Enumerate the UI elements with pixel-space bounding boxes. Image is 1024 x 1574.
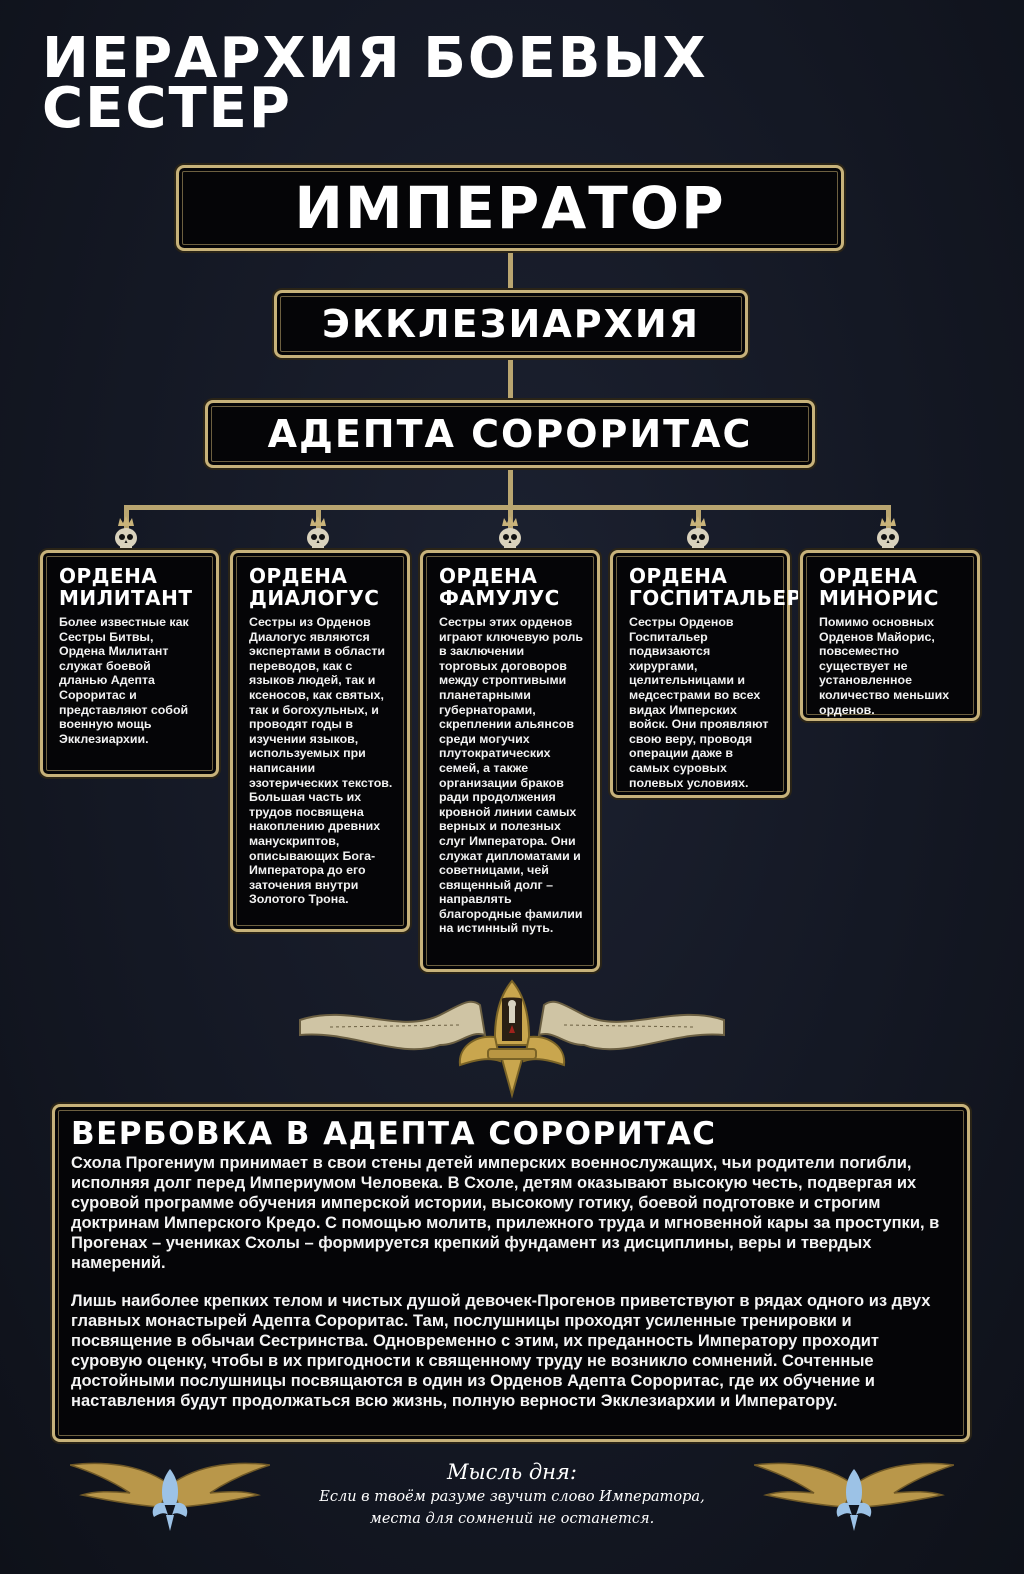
- order-heading-line1: ОРДЕНА: [629, 564, 728, 588]
- skull-crown-icon: [307, 516, 329, 551]
- skull-crown-icon: [115, 516, 137, 551]
- recruitment-box: ВЕРБОВКА В АДЕПТА СОРОРИТАС Схола Проген…: [52, 1104, 970, 1442]
- thought-line-2: места для сомнений не останется.: [369, 1511, 655, 1527]
- adepta-sororitas-box: АДЕПТА СОРОРИТАС: [205, 400, 815, 468]
- emperor-label: ИМПЕРАТОР: [294, 174, 726, 242]
- order-box-dialogus: ОРДЕНА ДИАЛОГУС Сестры из Орденов Диалог…: [230, 550, 410, 932]
- order-heading: ОРДЕНА ГОСПИТАЛЬЕР: [629, 564, 802, 610]
- ecclesiarchy-label: ЭККЛЕЗИАРХИЯ: [322, 302, 700, 346]
- order-heading: ОРДЕНА ФАМУЛУС: [439, 565, 583, 609]
- emperor-box: ИМПЕРАТОР: [176, 165, 844, 251]
- ecclesiarchy-box: ЭККЛЕЗИАРХИЯ: [274, 290, 748, 358]
- recruitment-paragraph-2: Лишь наиболее крепких телом и чистых душ…: [71, 1292, 931, 1410]
- adepta-sororitas-label: АДЕПТА СОРОРИТАС: [267, 412, 753, 456]
- connector-order-5: [886, 505, 891, 551]
- scroll-banner-icon: [299, 979, 725, 1099]
- recruitment-paragraph-1: Схола Прогениум принимает в свои стены д…: [71, 1154, 940, 1272]
- order-heading-line1: ОРДЕНА: [249, 564, 348, 588]
- skull-crown-icon: [877, 516, 899, 551]
- page-title-line1: ИЕРАРХИЯ БОЕВЫХ: [42, 26, 708, 91]
- thought-line-1: Если в твоём разуме звучит слово Императ…: [319, 1489, 705, 1505]
- order-heading: ОРДЕНА ДИАЛОГУС: [249, 565, 393, 609]
- connector-order-1: [124, 505, 129, 551]
- order-heading: ОРДЕНА МИЛИТАНТ: [59, 565, 202, 609]
- order-description: Более известные как Сестры Битвы, Ордена…: [59, 615, 189, 746]
- recruitment-heading: ВЕРБОВКА В АДЕПТА СОРОРИТАС: [71, 1116, 717, 1152]
- order-heading-line1: ОРДЕНА: [819, 564, 918, 588]
- order-heading-line1: ОРДЕНА: [439, 564, 538, 588]
- aquila-wings-icon: [754, 1462, 954, 1531]
- connector-ecclesiarchy-adepta: [508, 357, 513, 402]
- order-heading-line2: ФАМУЛУС: [439, 586, 560, 610]
- order-description: Сестры этих орденов играют ключевую роль…: [439, 615, 583, 936]
- order-heading: ОРДЕНА МИНОРИС: [819, 565, 963, 609]
- skull-crown-icon: [687, 516, 709, 551]
- order-box-famulus: ОРДЕНА ФАМУЛУС Сестры этих орденов играю…: [420, 550, 600, 972]
- page-title: ИЕРАРХИЯ БОЕВЫХ СЕСТЕР: [42, 26, 842, 141]
- fleur-de-lis-icon: [458, 979, 566, 1099]
- connector-adepta-orders: [508, 467, 513, 507]
- order-box-militant: ОРДЕНА МИЛИТАНТ Более известные как Сест…: [40, 550, 219, 777]
- connector-orders-horizontal: [126, 505, 889, 510]
- order-box-minoris: ОРДЕНА МИНОРИС Помимо основных Орденов М…: [800, 550, 980, 721]
- order-heading-line2: ГОСПИТАЛЬЕР: [629, 586, 802, 610]
- page-title-line2: СЕСТЕР: [42, 76, 292, 141]
- order-description: Сестры Орденов Госпитальер подвизаются х…: [629, 615, 769, 790]
- connector-order-2: [316, 505, 321, 551]
- order-description: Помимо основных Орденов Майорис, повсеме…: [819, 615, 950, 717]
- order-box-hospitaller: ОРДЕНА ГОСПИТАЛЬЕР Сестры Орденов Госпит…: [610, 550, 802, 798]
- connector-order-4: [696, 505, 701, 551]
- order-heading-line2: МИНОРИС: [819, 586, 939, 610]
- connector-order-3: [508, 505, 513, 551]
- order-heading-line1: ОРДЕНА: [59, 564, 158, 588]
- thought-heading: Мысль дня:: [447, 1460, 577, 1484]
- order-description: Сестры из Орденов Диалогус являются эксп…: [249, 615, 393, 907]
- connector-emperor-ecclesiarchy: [508, 250, 513, 292]
- order-heading-line2: ДИАЛОГУС: [249, 586, 380, 610]
- skull-crown-icon: [499, 516, 521, 551]
- aquila-wings-icon: [70, 1462, 270, 1531]
- order-heading-line2: МИЛИТАНТ: [59, 586, 193, 610]
- thought-of-the-day: Мысль дня: Если в твоём разуме звучит сл…: [290, 1458, 734, 1530]
